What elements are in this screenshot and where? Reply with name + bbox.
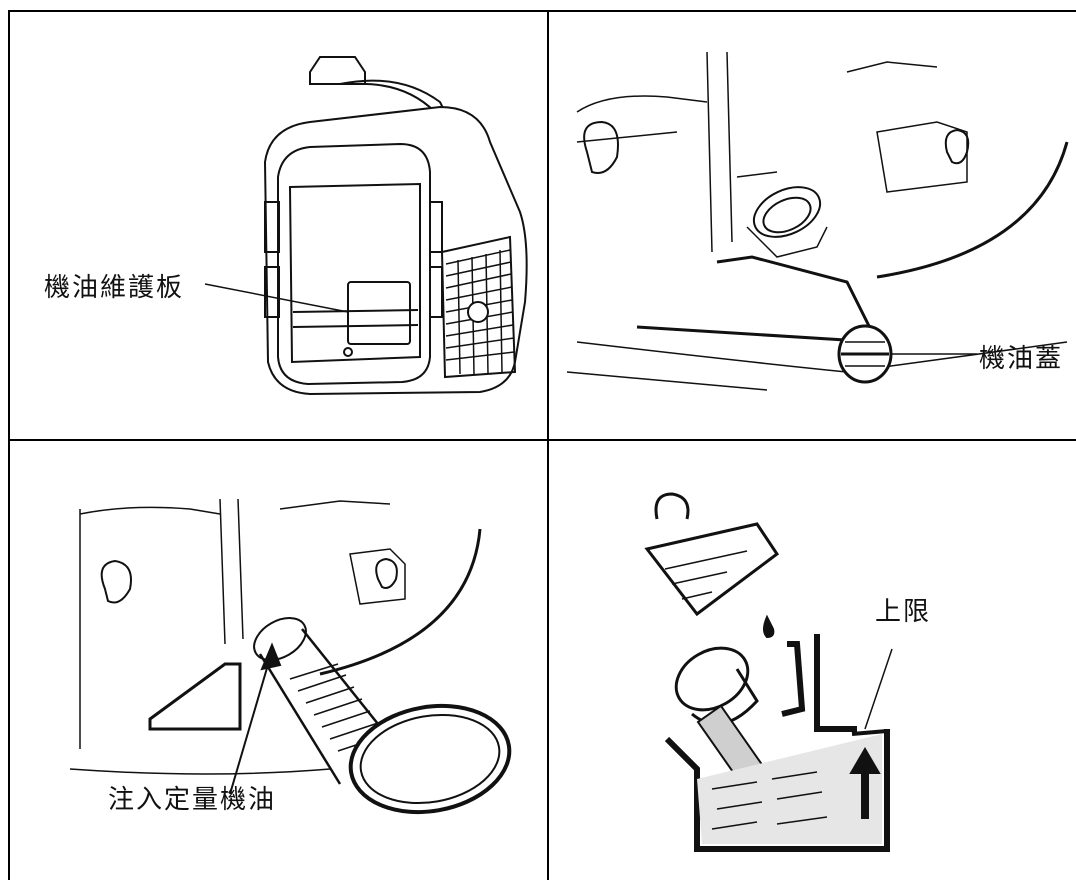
panel-upper-limit: 上限	[547, 439, 1076, 880]
upper-limit-illustration	[644, 492, 893, 852]
panel-oil-cap: 機油蓋	[547, 10, 1076, 441]
pour-oil-label: 注入定量機油	[108, 785, 277, 815]
panel-generator: 機油維護板	[8, 10, 549, 441]
generator-illustration	[204, 56, 528, 396]
panel-pour-oil: 注入定量機油	[8, 439, 549, 880]
instruction-grid: 機油維護板 機油	[8, 10, 1076, 880]
oil-cap-label: 機油蓋	[979, 344, 1064, 374]
maintenance-cover-label: 機油維護板	[44, 273, 185, 303]
oil-cap-illustration	[566, 51, 1069, 391]
upper-limit-label: 上限	[875, 597, 932, 627]
pour-oil-illustration	[69, 498, 512, 815]
